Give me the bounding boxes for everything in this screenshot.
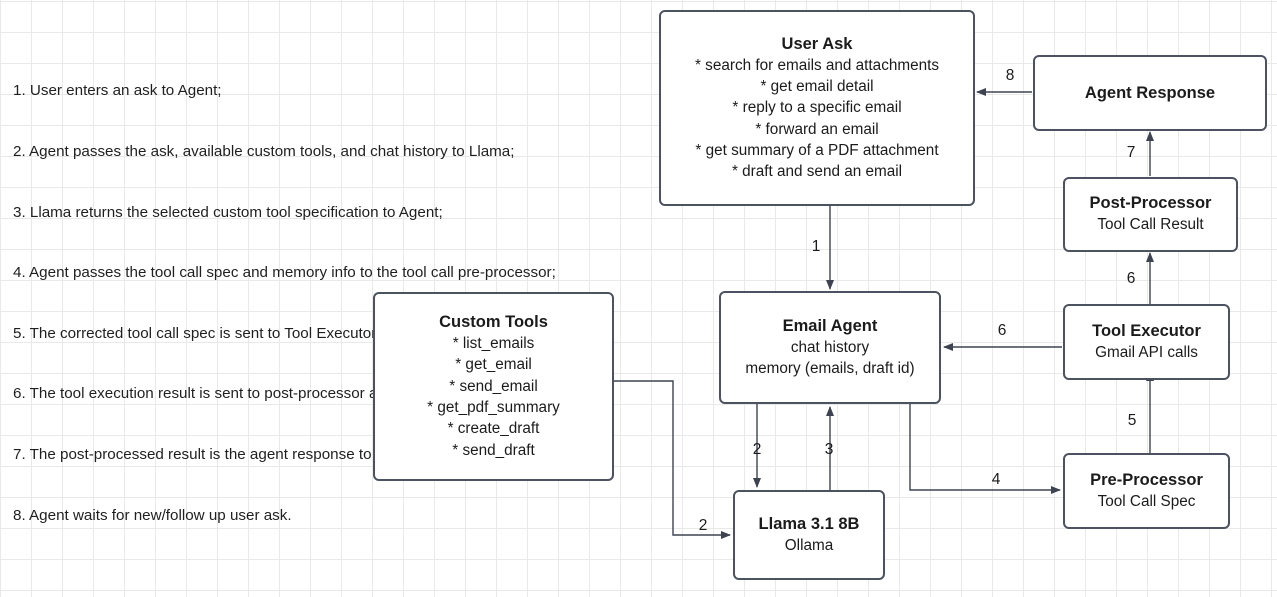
node-custom-tools-item: * send_draft xyxy=(452,441,535,459)
edge-4-email-agent-to-pre-processor xyxy=(909,404,1061,494)
legend-step: 2. Agent passes the ask, available custo… xyxy=(13,143,515,161)
edge-label-7: 7 xyxy=(1126,144,1136,161)
node-custom-tools-item: * get_email xyxy=(455,356,532,374)
edge-label-2-agent-llama: 2 xyxy=(752,441,762,458)
legend-step: 3. Llama returns the selected custom too… xyxy=(13,203,443,221)
node-agent-response[interactable]: Agent Response xyxy=(1033,55,1267,131)
node-email-agent-title: Email Agent xyxy=(782,316,878,335)
node-custom-tools-item: * create_draft xyxy=(447,420,540,438)
edge-label-4: 4 xyxy=(991,471,1001,488)
node-tool-executor[interactable]: Tool Executor Gmail API calls xyxy=(1063,304,1230,380)
node-user-ask[interactable]: User Ask * search for emails and attachm… xyxy=(659,10,975,206)
node-agent-response-title: Agent Response xyxy=(1084,83,1216,102)
node-pre-processor[interactable]: Pre-Processor Tool Call Spec xyxy=(1063,453,1230,529)
node-llama[interactable]: Llama 3.1 8B Ollama xyxy=(733,490,885,580)
node-custom-tools[interactable]: Custom Tools * list_emails * get_email *… xyxy=(373,292,614,481)
node-pre-processor-title: Pre-Processor xyxy=(1090,470,1203,489)
node-email-agent[interactable]: Email Agent chat history memory (emails,… xyxy=(719,291,941,404)
node-user-ask-title: User Ask xyxy=(781,34,853,53)
node-llama-subtitle: Ollama xyxy=(784,536,834,554)
node-user-ask-item: * draft and send an email xyxy=(731,163,903,181)
node-user-ask-item: * get email detail xyxy=(760,77,874,95)
legend-step: 8. Agent waits for new/follow up user as… xyxy=(13,506,292,524)
legend-step: 1. User enters an ask to Agent; xyxy=(13,82,222,100)
edge-label-2-tools-llama: 2 xyxy=(698,517,708,534)
edge-label-6-executor-agent: 6 xyxy=(997,322,1007,339)
node-user-ask-item: * forward an email xyxy=(755,120,879,138)
node-pre-processor-subtitle: Tool Call Spec xyxy=(1097,492,1196,510)
edge-label-3: 3 xyxy=(824,441,834,458)
node-email-agent-subtitle: memory (emails, draft id) xyxy=(745,360,915,377)
node-email-agent-subtitle: chat history xyxy=(790,338,870,356)
node-user-ask-item: * reply to a specific email xyxy=(732,99,902,117)
node-post-processor-title: Post-Processor xyxy=(1089,194,1212,213)
node-custom-tools-item: * list_emails xyxy=(452,335,535,353)
edge-label-6-executor-post: 6 xyxy=(1126,270,1136,287)
node-custom-tools-item: * send_email xyxy=(449,377,538,395)
edge-label-5: 5 xyxy=(1127,412,1137,429)
node-user-ask-item: * search for emails and attachments xyxy=(694,56,940,74)
node-tool-executor-title: Tool Executor xyxy=(1092,321,1201,340)
node-tool-executor-subtitle: Gmail API calls xyxy=(1095,343,1198,361)
edge-label-8: 8 xyxy=(1005,67,1015,84)
node-custom-tools-title: Custom Tools xyxy=(439,313,548,332)
legend-step: 4. Agent passes the tool call spec and m… xyxy=(13,264,556,282)
node-custom-tools-item: * get_pdf_summary xyxy=(427,399,560,416)
node-user-ask-item: * get summary of a PDF attachment xyxy=(695,141,939,159)
node-post-processor-subtitle: Tool Call Result xyxy=(1097,216,1204,234)
edge-label-1: 1 xyxy=(811,238,821,255)
node-post-processor[interactable]: Post-Processor Tool Call Result xyxy=(1063,177,1238,252)
node-llama-title: Llama 3.1 8B xyxy=(758,514,860,533)
